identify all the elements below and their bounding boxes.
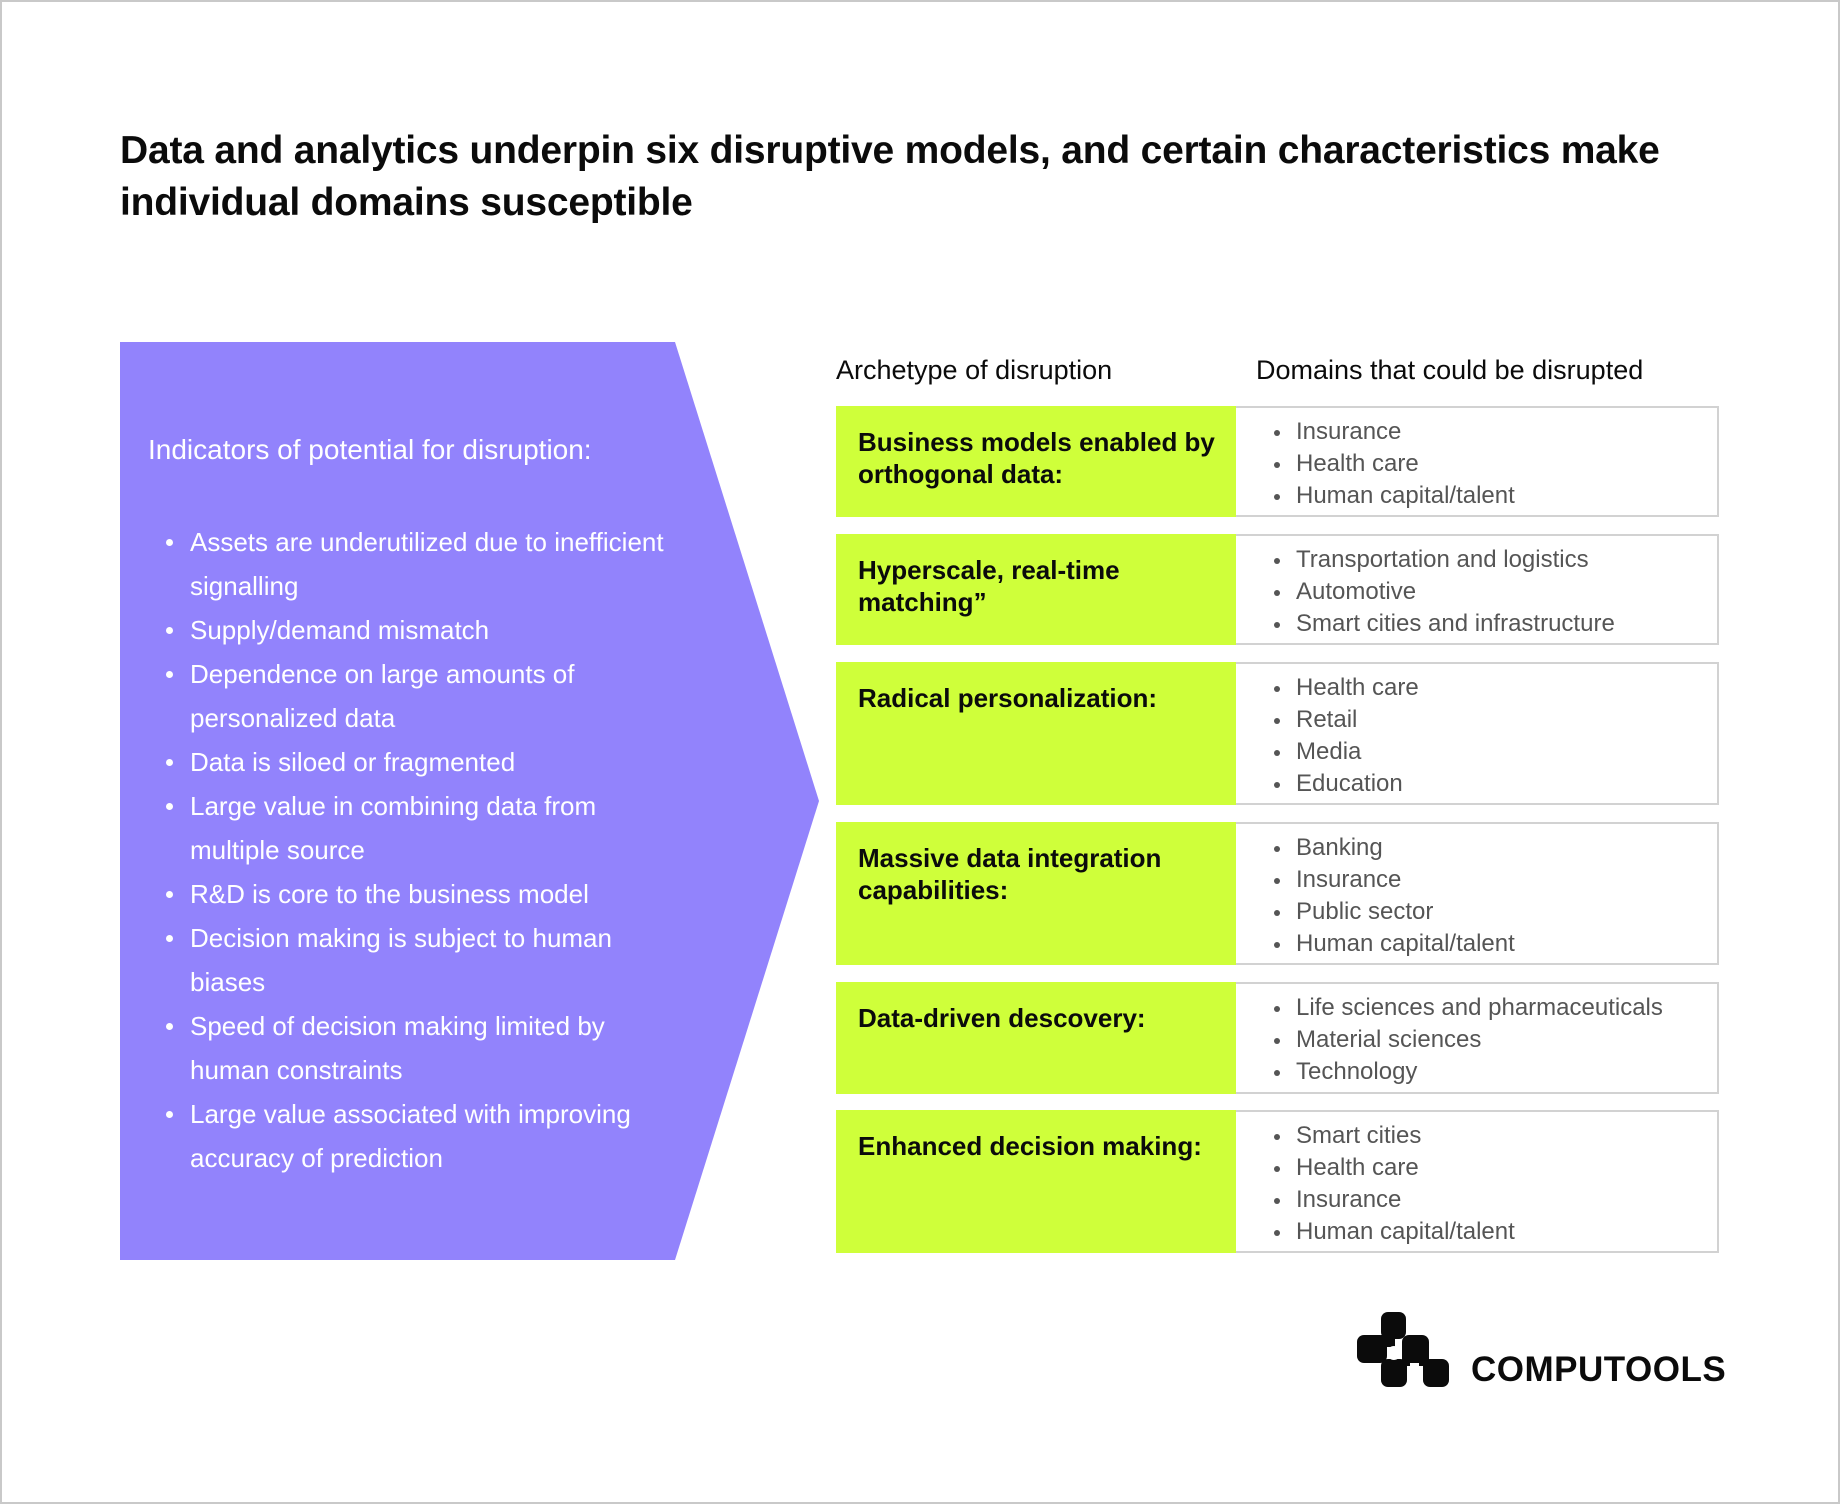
domain-item: Banking (1254, 832, 1707, 864)
domain-item: Material sciences (1254, 1024, 1707, 1056)
indicator-item: Dependence on large amounts of personali… (148, 652, 668, 740)
domain-item: Health care (1254, 448, 1707, 480)
indicators-panel (120, 342, 820, 1260)
computools-blocks-icon (1357, 1312, 1449, 1387)
domains-cell: Transportation and logistics Automotive … (1236, 534, 1719, 645)
indicator-item: Speed of decision making limited by huma… (148, 1004, 668, 1092)
domain-item: Human capital/talent (1254, 1216, 1707, 1248)
indicator-item: Supply/demand mismatch (148, 608, 668, 652)
archetype-cell: Data-driven descovery: (836, 982, 1236, 1094)
chevron-arrow-shape (120, 342, 819, 1260)
archetype-cell: Business models enabled by orthogonal da… (836, 406, 1236, 517)
domain-item: Education (1254, 768, 1707, 800)
archetype-row: Hyperscale, real-time matching” Transpor… (836, 534, 1719, 645)
computools-wordmark: COMPUTOOLS (1471, 1350, 1727, 1389)
domain-item: Retail (1254, 704, 1707, 736)
domains-cell: Health care Retail Media Education (1236, 662, 1719, 805)
archetype-cell: Enhanced decision making: (836, 1110, 1236, 1253)
archetype-row: Enhanced decision making: Smart cities H… (836, 1110, 1719, 1253)
indicators-list: Assets are underutilized due to ineffici… (148, 520, 668, 1180)
domain-item: Insurance (1254, 1184, 1707, 1216)
archetype-cell: Massive data integration capabilities: (836, 822, 1236, 965)
domain-item: Health care (1254, 1152, 1707, 1184)
domain-item: Public sector (1254, 896, 1707, 928)
domain-item: Insurance (1254, 416, 1707, 448)
archetype-row: Business models enabled by orthogonal da… (836, 406, 1719, 517)
domains-cell: Smart cities Health care Insurance Human… (1236, 1110, 1719, 1253)
indicator-item: Data is siloed or fragmented (148, 740, 668, 784)
indicator-item: Decision making is subject to human bias… (148, 916, 668, 1004)
archetype-column-header: Archetype of disruption (836, 355, 1113, 385)
archetype-row: Massive data integration capabilities: B… (836, 822, 1719, 965)
domains-column-header: Domains that could be disrupted (1256, 355, 1644, 385)
domain-item: Technology (1254, 1056, 1707, 1088)
computools-logo: COMPUTOOLS (1357, 1312, 1726, 1388)
domain-item: Insurance (1254, 864, 1707, 896)
domains-cell: Banking Insurance Public sector Human ca… (1236, 822, 1719, 965)
domain-item: Media (1254, 736, 1707, 768)
domain-item: Human capital/talent (1254, 480, 1707, 512)
archetype-cell: Hyperscale, real-time matching” (836, 534, 1236, 645)
domain-item: Automotive (1254, 576, 1707, 608)
indicator-item: Large value associated with improving ac… (148, 1092, 668, 1180)
domain-item: Life sciences and pharmaceuticals (1254, 992, 1707, 1024)
indicator-item: R&D is core to the business model (148, 872, 668, 916)
domain-item: Health care (1254, 672, 1707, 704)
domains-cell: Life sciences and pharmaceuticals Materi… (1236, 982, 1719, 1094)
domains-cell: Insurance Health care Human capital/tale… (1236, 406, 1719, 517)
indicator-item: Assets are underutilized due to ineffici… (148, 520, 668, 608)
domain-item: Smart cities (1254, 1120, 1707, 1152)
domain-item: Human capital/talent (1254, 928, 1707, 960)
indicators-heading: Indicators of potential for disruption: (148, 434, 592, 465)
page-title: Data and analytics underpin six disrupti… (120, 129, 1660, 224)
domain-item: Transportation and logistics (1254, 544, 1707, 576)
domain-item: Smart cities and infrastructure (1254, 608, 1707, 640)
archetype-row: Data-driven descovery: Life sciences and… (836, 982, 1719, 1094)
archetype-row: Radical personalization: Health care Ret… (836, 662, 1719, 805)
indicator-item: Large value in combining data from multi… (148, 784, 668, 872)
archetype-cell: Radical personalization: (836, 662, 1236, 805)
